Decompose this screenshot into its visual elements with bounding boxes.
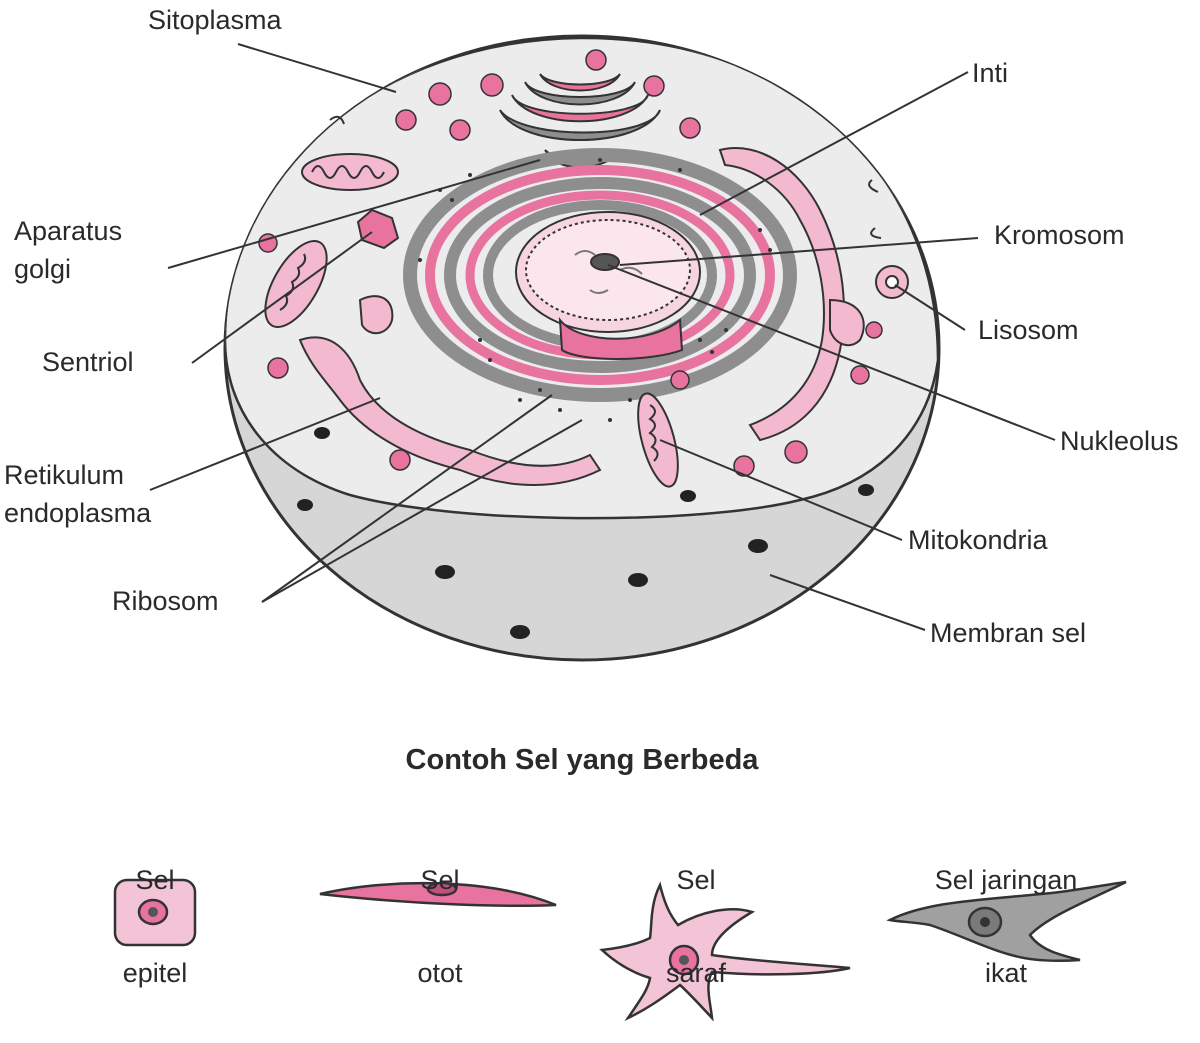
leader-ribosom-a <box>261 394 553 603</box>
label-sentriol: Sentriol <box>42 347 134 377</box>
label-inti: Inti <box>972 58 1009 88</box>
examples-title: Contoh Sel yang Berbeda <box>405 744 759 776</box>
example-label-jaringan-ikat: Sel jaringan ikat <box>935 803 1078 1020</box>
leader-kromosom <box>619 237 979 266</box>
example-label-line: ikat <box>984 958 1028 988</box>
label-nukleolus: Nukleolus <box>1060 426 1179 456</box>
label-membran-sel: Membran sel <box>930 618 1087 648</box>
example-label-line: epitel <box>122 958 188 988</box>
example-label-saraf: Sel saraf <box>666 803 726 1020</box>
leader-ribosom-b <box>261 419 583 603</box>
leader-aparatus-golgi <box>167 159 541 269</box>
leader-lisosom <box>894 284 966 331</box>
example-label-line: saraf <box>665 958 727 988</box>
example-label-line: Sel <box>135 865 175 895</box>
cell-body <box>223 34 941 662</box>
lysosome <box>875 265 909 299</box>
example-nerve-cell <box>599 881 851 1022</box>
leader-membran-sel <box>769 574 926 631</box>
mitochondria <box>264 153 679 488</box>
leader-inti <box>699 71 969 216</box>
leader-sitoplasma <box>237 43 397 93</box>
label-retikulum-endoplasma: Retikulum endoplasma <box>4 460 152 528</box>
leader-mitokondria <box>659 439 903 541</box>
nucleus <box>515 211 701 360</box>
example-label-line: Sel <box>676 865 716 895</box>
ribosomes <box>418 158 772 422</box>
leader-lines <box>149 43 1056 631</box>
example-label-line: otot <box>417 958 463 988</box>
smooth-endoplasmic-reticulum <box>298 147 865 486</box>
example-label-otot: Sel otot <box>417 803 462 1020</box>
example-label-epitel: Sel epitel <box>123 803 188 1020</box>
example-epithelial-cell <box>113 878 197 947</box>
vesicles <box>258 49 883 477</box>
label-lisosom: Lisosom <box>978 315 1079 345</box>
label-aparatus-golgi: Aparatus golgi <box>14 216 123 284</box>
example-connective-tissue-cell <box>886 880 1127 963</box>
leader-retikulum-endoplasma <box>149 397 381 491</box>
label-mitokondria: Mitokondria <box>908 525 1048 555</box>
example-muscle-cell <box>319 881 557 908</box>
leader-nukleolus <box>607 264 1056 441</box>
label-ribosom: Ribosom <box>112 586 219 616</box>
leader-sentriol <box>191 231 373 364</box>
example-label-line: Sel jaringan <box>934 865 1078 895</box>
label-sitoplasma: Sitoplasma <box>148 5 282 35</box>
example-label-line: Sel <box>420 865 460 895</box>
rough-endoplasmic-reticulum <box>403 148 797 402</box>
label-kromosom: Kromosom <box>994 220 1125 250</box>
membrane-pores <box>297 427 874 639</box>
